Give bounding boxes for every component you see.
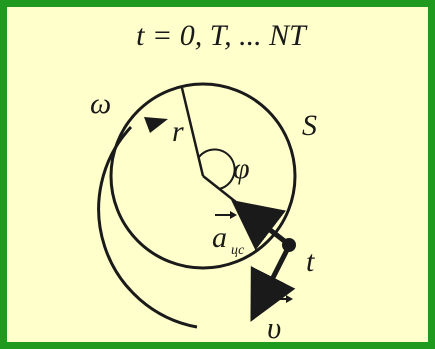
acceleration-subscript: цс — [231, 243, 245, 258]
rotation-arrowhead — [144, 117, 168, 133]
rotation-diagram: t = 0, T, ... NT ω r φ S a — [90, 19, 317, 342]
diagram-panel: t = 0, T, ... NT ω r φ S a — [7, 7, 428, 342]
time-label: t = 0, T, ... NT — [136, 19, 308, 52]
surface-label: S — [302, 109, 317, 142]
velocity-arrow-mark-head — [286, 295, 293, 303]
radius-label: r — [172, 115, 184, 148]
radius-line — [180, 87, 205, 177]
acceleration-vector — [231, 199, 289, 251]
rotation-arrow — [97, 125, 198, 329]
point-t — [282, 238, 296, 252]
orbit-circle — [109, 82, 297, 270]
point-label: t — [306, 245, 315, 278]
acceleration-arrow-mark-head — [230, 211, 237, 219]
velocity-vector — [250, 246, 296, 322]
angle-arc — [198, 148, 236, 190]
acceleration-label: a — [212, 221, 227, 254]
omega-label: ω — [90, 87, 111, 120]
phi-label: φ — [233, 152, 250, 185]
velocity-label: υ — [267, 310, 281, 342]
